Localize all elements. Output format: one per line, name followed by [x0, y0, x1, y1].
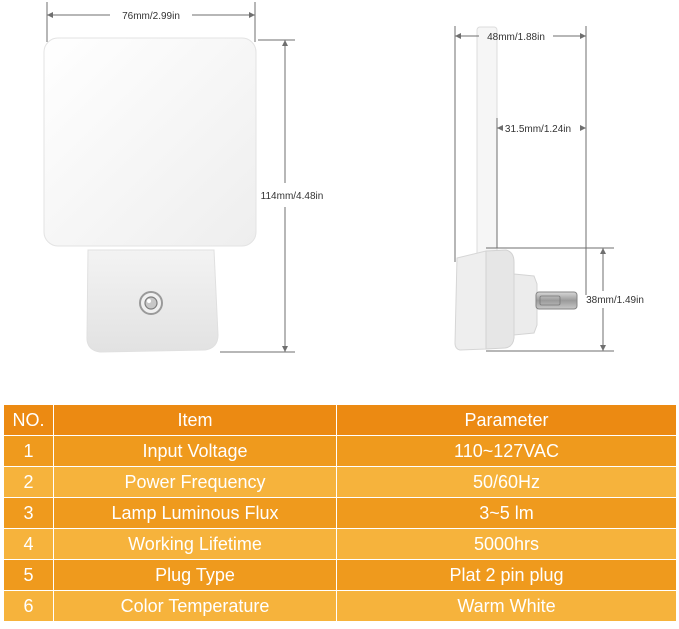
row-parameter: 3~5 lm	[336, 497, 677, 529]
row-no: 1	[3, 435, 54, 467]
header-parameter: Parameter	[336, 404, 677, 436]
header-item: Item	[53, 404, 337, 436]
product-dimension-drawing: 76mm/2.99in 114mm/4.48in 48mm/1.88in 31.…	[43, 2, 644, 353]
front-height-label: 114mm/4.48in	[261, 191, 324, 202]
row-item: Color Temperature	[53, 590, 337, 622]
row-parameter: Plat 2 pin plug	[336, 559, 677, 591]
row-item: Working Lifetime	[53, 528, 337, 560]
table-row: 2 Power Frequency 50/60Hz	[3, 466, 677, 498]
side-depth-body-label: 31.5mm/1.24in	[505, 124, 571, 135]
row-item: Plug Type	[53, 559, 337, 591]
front-width-dimension	[46, 2, 256, 42]
side-plug-body-front	[454, 250, 487, 351]
row-parameter: Warm White	[336, 590, 677, 622]
front-light-panel	[43, 37, 257, 247]
row-item: Lamp Luminous Flux	[53, 497, 337, 529]
row-parameter: 110~127VAC	[336, 435, 677, 467]
side-view	[454, 26, 578, 351]
table-row: 3 Lamp Luminous Flux 3~5 lm	[3, 497, 677, 529]
front-view	[43, 37, 257, 353]
row-parameter: 5000hrs	[336, 528, 677, 560]
side-plug-neck	[513, 273, 538, 336]
specification-table: NO. Item Parameter 1 Input Voltage 110~1…	[3, 404, 677, 622]
row-no: 3	[3, 497, 54, 529]
header-no: NO.	[3, 404, 54, 436]
row-no: 5	[3, 559, 54, 591]
side-depth-total-dimension	[454, 26, 587, 295]
row-item: Input Voltage	[53, 435, 337, 467]
row-no: 4	[3, 528, 54, 560]
row-no: 2	[3, 466, 54, 498]
front-height-dimension	[220, 39, 295, 353]
table-row: 5 Plug Type Plat 2 pin plug	[3, 559, 677, 591]
row-no: 6	[3, 590, 54, 622]
side-plug-height-label: 38mm/1.49in	[586, 295, 644, 306]
side-depth-body-dimension	[496, 118, 586, 248]
side-plug-height-dimension	[486, 247, 614, 352]
table-header-row: NO. Item Parameter	[3, 404, 677, 436]
table-row: 6 Color Temperature Warm White	[3, 590, 677, 622]
row-parameter: 50/60Hz	[336, 466, 677, 498]
row-item: Power Frequency	[53, 466, 337, 498]
front-width-label: 76mm/2.99in	[122, 11, 180, 22]
side-depth-total-label: 48mm/1.88in	[487, 32, 545, 43]
table-row: 1 Input Voltage 110~127VAC	[3, 435, 677, 467]
plug-prong-icon	[535, 291, 578, 310]
light-sensor-icon	[139, 291, 163, 315]
table-row: 4 Working Lifetime 5000hrs	[3, 528, 677, 560]
side-plug-body-back	[485, 249, 515, 350]
side-light-panel	[476, 26, 498, 260]
